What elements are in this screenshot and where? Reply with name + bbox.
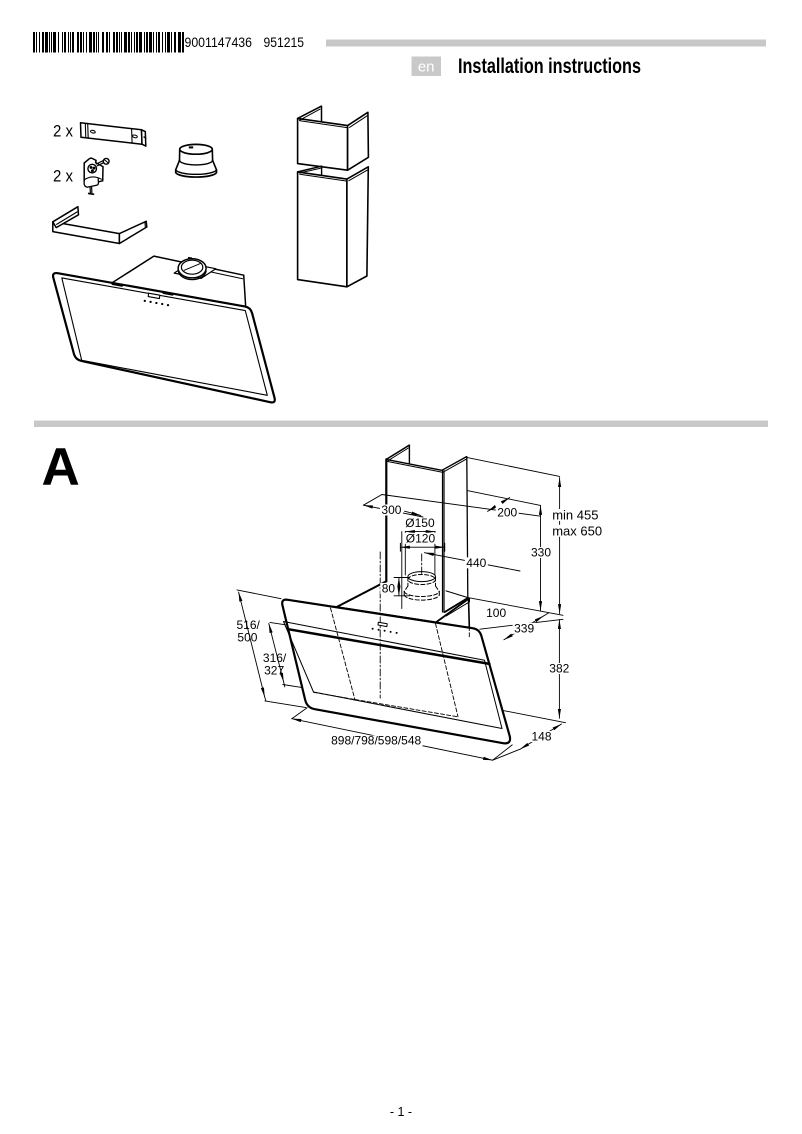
svg-text:516/: 516/ <box>237 618 261 632</box>
svg-text:2 x: 2 x <box>53 123 74 141</box>
svg-text:148: 148 <box>532 730 552 744</box>
svg-text:2 x: 2 x <box>53 168 74 186</box>
svg-text:330: 330 <box>531 546 551 560</box>
svg-text:382: 382 <box>549 662 569 676</box>
svg-text:898/798/598/548: 898/798/598/548 <box>331 734 421 748</box>
svg-text:- 1 -: - 1 - <box>390 1105 412 1119</box>
svg-text:80: 80 <box>382 581 396 595</box>
svg-text:9001147436: 9001147436 <box>185 35 253 50</box>
svg-text:max 650: max 650 <box>552 523 602 538</box>
svg-text:200: 200 <box>497 506 517 520</box>
svg-text:A: A <box>42 438 80 497</box>
svg-text:100: 100 <box>486 606 506 620</box>
svg-text:951215: 951215 <box>264 35 305 50</box>
svg-text:316/: 316/ <box>263 651 287 665</box>
svg-text:339: 339 <box>514 621 534 635</box>
svg-text:500: 500 <box>237 631 257 645</box>
svg-text:327: 327 <box>264 663 284 677</box>
svg-text:min 455: min 455 <box>552 508 598 523</box>
svg-text:en: en <box>418 59 435 76</box>
svg-text:Ø150: Ø150 <box>405 516 435 530</box>
svg-text:440: 440 <box>466 556 486 570</box>
svg-text:Ø120: Ø120 <box>406 531 436 545</box>
svg-text:Installation instructions: Installation instructions <box>458 55 641 78</box>
svg-text:300: 300 <box>381 503 401 517</box>
